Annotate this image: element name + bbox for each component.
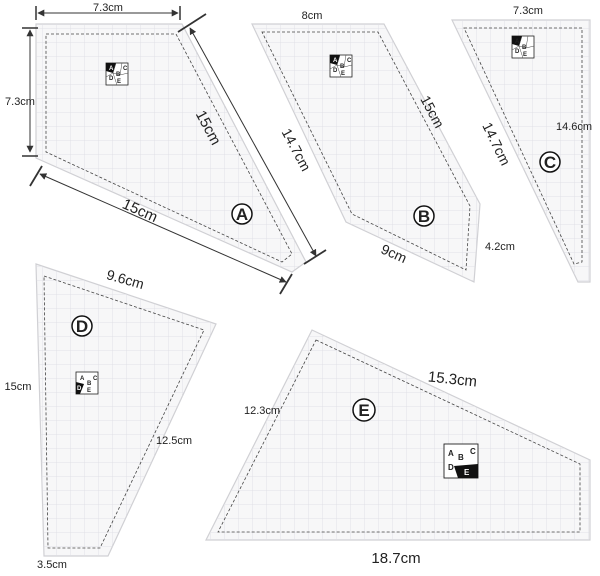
template-a: A B C D E A 7.3cm 7.3cm 15cm 15cm [5,2,327,295]
template-e: A B C D E E 15.3cm 12.3cm 18.7cm [205,329,591,567]
template-b-seam [261,31,471,271]
svg-text:C: C [123,66,128,72]
svg-text:B: B [522,45,527,51]
template-c-label: C [544,153,556,172]
template-b-label: B [418,207,430,226]
template-e-logo: A B C D E [443,443,479,479]
template-d-top-side: 9.6cm [105,266,146,292]
template-b-logo: A B C D E [329,54,353,78]
template-e-left-side: 12.3cm [244,405,280,417]
template-a-logo: A B C D E [105,62,129,86]
template-d-left-side: 15cm [5,381,32,393]
svg-text:B: B [458,453,464,462]
template-d-label: D [76,317,88,336]
svg-text:C: C [528,39,533,45]
svg-text:C: C [347,58,352,64]
svg-text:E: E [464,468,470,477]
svg-text:D: D [448,463,454,472]
template-d: A B C D E D 9.6cm 15cm 12.5cm 3.5cm [5,263,217,571]
template-e-top-side: 15.3cm [427,368,478,390]
svg-text:D: D [515,49,520,55]
svg-text:B: B [87,381,92,387]
template-b-short-side: 4.2cm [485,241,515,253]
template-e-bottom-width: 18.7cm [371,550,420,567]
template-d-bottom-width: 3.5cm [37,559,67,571]
template-d-seam [43,275,205,549]
svg-text:B: B [116,72,121,78]
svg-text:A: A [515,39,520,45]
template-b-top-width: 8cm [302,10,323,22]
svg-text:A: A [80,376,85,382]
svg-text:D: D [77,386,82,392]
template-c-top-width: 7.3cm [513,5,543,17]
svg-text:E: E [87,388,91,394]
svg-text:A: A [333,58,338,64]
template-a-label: A [236,205,248,224]
svg-text:E: E [341,71,345,77]
template-c-right-side: 14.6cm [556,121,592,133]
svg-text:E: E [523,52,527,58]
template-a-top-width: 7.3cm [93,2,123,14]
template-a-left-height: 7.3cm [5,96,35,108]
template-c: A B C D E C 7.3cm 14.7cm 14.6cm [451,5,592,283]
svg-text:E: E [117,79,121,85]
svg-text:D: D [333,68,338,74]
svg-text:A: A [448,449,454,458]
svg-text:C: C [470,447,476,456]
template-a-seam [45,33,293,263]
template-c-seam [463,27,583,265]
template-d-right-side: 12.5cm [156,435,192,447]
svg-text:A: A [109,66,114,72]
template-d-logo: A B C D E [75,371,99,395]
template-c-logo: A B C D E [511,35,535,59]
svg-text:B: B [340,64,345,70]
template-e-label: E [358,401,369,420]
svg-text:C: C [93,376,98,382]
svg-text:D: D [109,76,114,82]
